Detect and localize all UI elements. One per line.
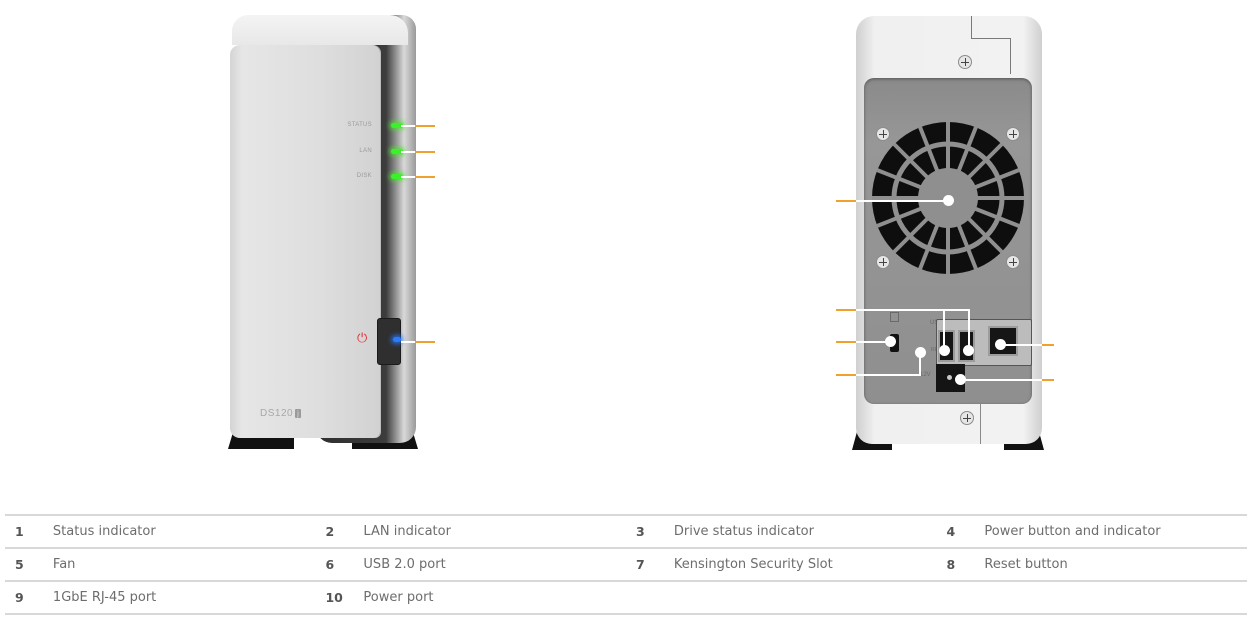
legend-label: USB 2.0 port (363, 547, 626, 582)
rear-seam-bottom (980, 404, 981, 444)
power-icon: ⏻ (357, 331, 368, 346)
callout-line-rj45-inner (1000, 344, 1042, 346)
callout-line-fan (836, 200, 856, 202)
led-label-lan: LAN (359, 148, 372, 154)
callout-line-status (415, 125, 435, 127)
front-face (230, 45, 380, 438)
legend-label (984, 580, 1247, 615)
legend-number (936, 580, 985, 615)
callout-line-reset (836, 374, 856, 376)
power-led (393, 337, 401, 342)
callout-line-disk-inner (401, 176, 415, 178)
callout-line-status-inner (401, 125, 415, 127)
screw-bottom (960, 411, 974, 425)
legend-label: Drive status indicator (673, 514, 937, 549)
callout-dot-usb-2 (963, 345, 974, 356)
lan-led (391, 149, 403, 154)
rear-seam-top-v2 (1010, 38, 1011, 74)
callout-line-power-inner (401, 341, 415, 343)
callout-dot-kensington (885, 336, 896, 347)
legend-label (673, 580, 937, 615)
legend-row: 9 1GbE RJ-45 port 10 Power port (5, 580, 1247, 615)
callout-dot-reset (915, 347, 926, 358)
rear-seam-top (971, 16, 972, 38)
legend-number: 6 (315, 547, 364, 582)
legend-number: 2 (315, 514, 364, 549)
legend-number: 8 (936, 547, 985, 582)
rear-seam-top-h (971, 38, 1010, 39)
callout-dot-fan (943, 195, 954, 206)
callout-line-usb-v1 (943, 309, 945, 349)
legend-label: Power port (363, 580, 626, 615)
callout-line-reset-inner (856, 374, 921, 376)
model-name: DS120 (260, 408, 294, 419)
callout-line-reset-v (919, 352, 921, 376)
legend-number: 3 (625, 514, 674, 549)
screw-fan-tr (1006, 127, 1020, 141)
callout-line-usb-v2 (968, 309, 970, 349)
rear-device: USB RESET 12V (852, 16, 1045, 456)
power-port-label: 12V (920, 372, 931, 378)
legend-label: Reset button (984, 547, 1247, 582)
screw-fan-bl (876, 255, 890, 269)
callout-line-power (415, 341, 435, 343)
callout-line-kensington-inner (856, 341, 888, 343)
screw-top (958, 55, 972, 69)
callout-line-usb-inner (856, 309, 970, 311)
callout-line-rj45 (1042, 344, 1054, 346)
legend-label: Fan (52, 547, 316, 582)
legend-number: 4 (936, 514, 985, 549)
callout-line-kensington (836, 341, 856, 343)
legend-label: Power button and indicator (984, 514, 1247, 549)
status-led (391, 123, 403, 128)
led-label-disk: DISK (356, 173, 372, 179)
legend-number: 5 (5, 547, 53, 582)
callout-line-lan (415, 151, 435, 153)
legend-row: 5 Fan 6 USB 2.0 port 7 Kensington Securi… (5, 547, 1247, 582)
power-port-pin (947, 375, 952, 380)
legend-label: Kensington Security Slot (673, 547, 937, 582)
screw-fan-br (1006, 255, 1020, 269)
callout-line-usb (836, 309, 856, 311)
legend-table: 1 Status indicator 2 LAN indicator 3 Dri… (5, 514, 1247, 615)
legend-number (625, 580, 674, 615)
callout-line-fan-inner (856, 200, 946, 202)
led-label-status: STATUS (347, 122, 372, 128)
callout-line-power-port (1042, 379, 1054, 381)
legend-number: 9 (5, 580, 53, 615)
legend-label: Status indicator (52, 514, 316, 549)
callout-line-disk (415, 176, 435, 178)
legend-label: 1GbE RJ-45 port (52, 580, 316, 615)
legend-row: 1 Status indicator 2 LAN indicator 3 Dri… (5, 514, 1247, 549)
callout-line-power-port-inner (960, 379, 1042, 381)
kensington-lock-icon (890, 312, 899, 322)
legend-number: 1 (5, 514, 53, 549)
callout-line-lan-inner (401, 151, 415, 153)
callout-dot-usb-1 (939, 345, 950, 356)
front-top-lid (232, 15, 408, 45)
screw-fan-tl (876, 127, 890, 141)
legend-label: LAN indicator (363, 514, 626, 549)
disk-led (391, 174, 403, 179)
legend-number: 7 (625, 547, 674, 582)
legend-number: 10 (315, 580, 364, 615)
model-suffix: j (295, 409, 302, 418)
